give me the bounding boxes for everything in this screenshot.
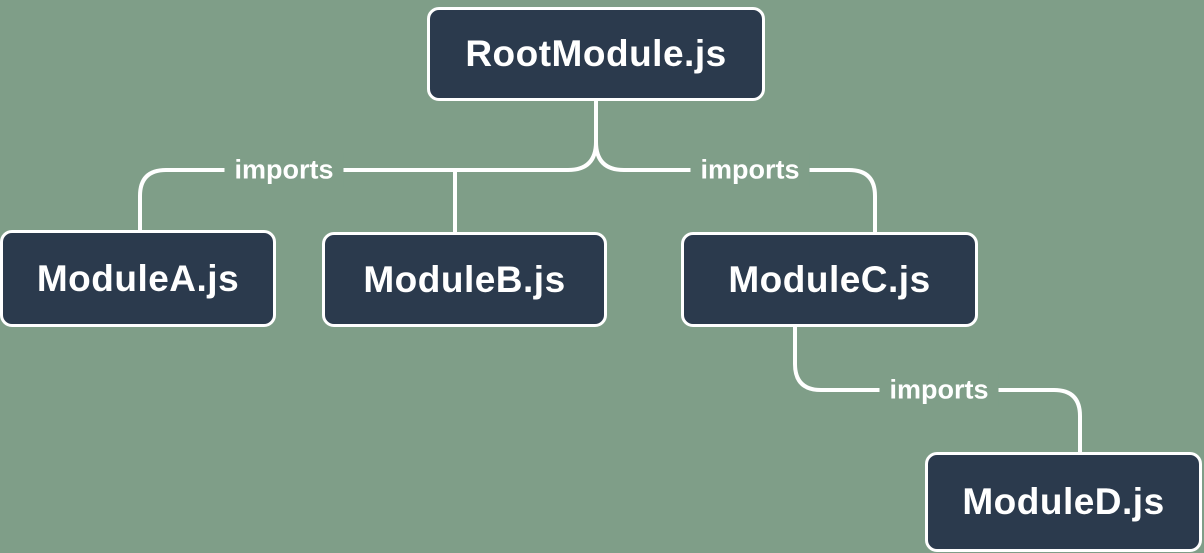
node-moduleD: ModuleD.js [925,452,1202,552]
node-rootmodule-label: RootModule.js [465,33,727,74]
edge-label-imports-left: imports [224,152,344,188]
node-moduleB: ModuleB.js [322,232,607,327]
connector-root-to-moduleA [138,140,598,232]
edge-label-imports-bottom: imports [879,372,999,408]
node-rootmodule: RootModule.js [427,7,765,101]
node-moduleA: ModuleA.js [0,230,276,327]
node-moduleB-label: ModuleB.js [363,258,566,300]
node-moduleD-label: ModuleD.js [962,481,1165,522]
connector-root-to-moduleC [594,140,877,234]
node-moduleA-label: ModuleA.js [36,257,240,299]
node-moduleC-label: ModuleC.js [728,258,931,300]
node-moduleC: ModuleC.js [681,232,978,327]
edge-label-imports-right: imports [690,152,810,188]
